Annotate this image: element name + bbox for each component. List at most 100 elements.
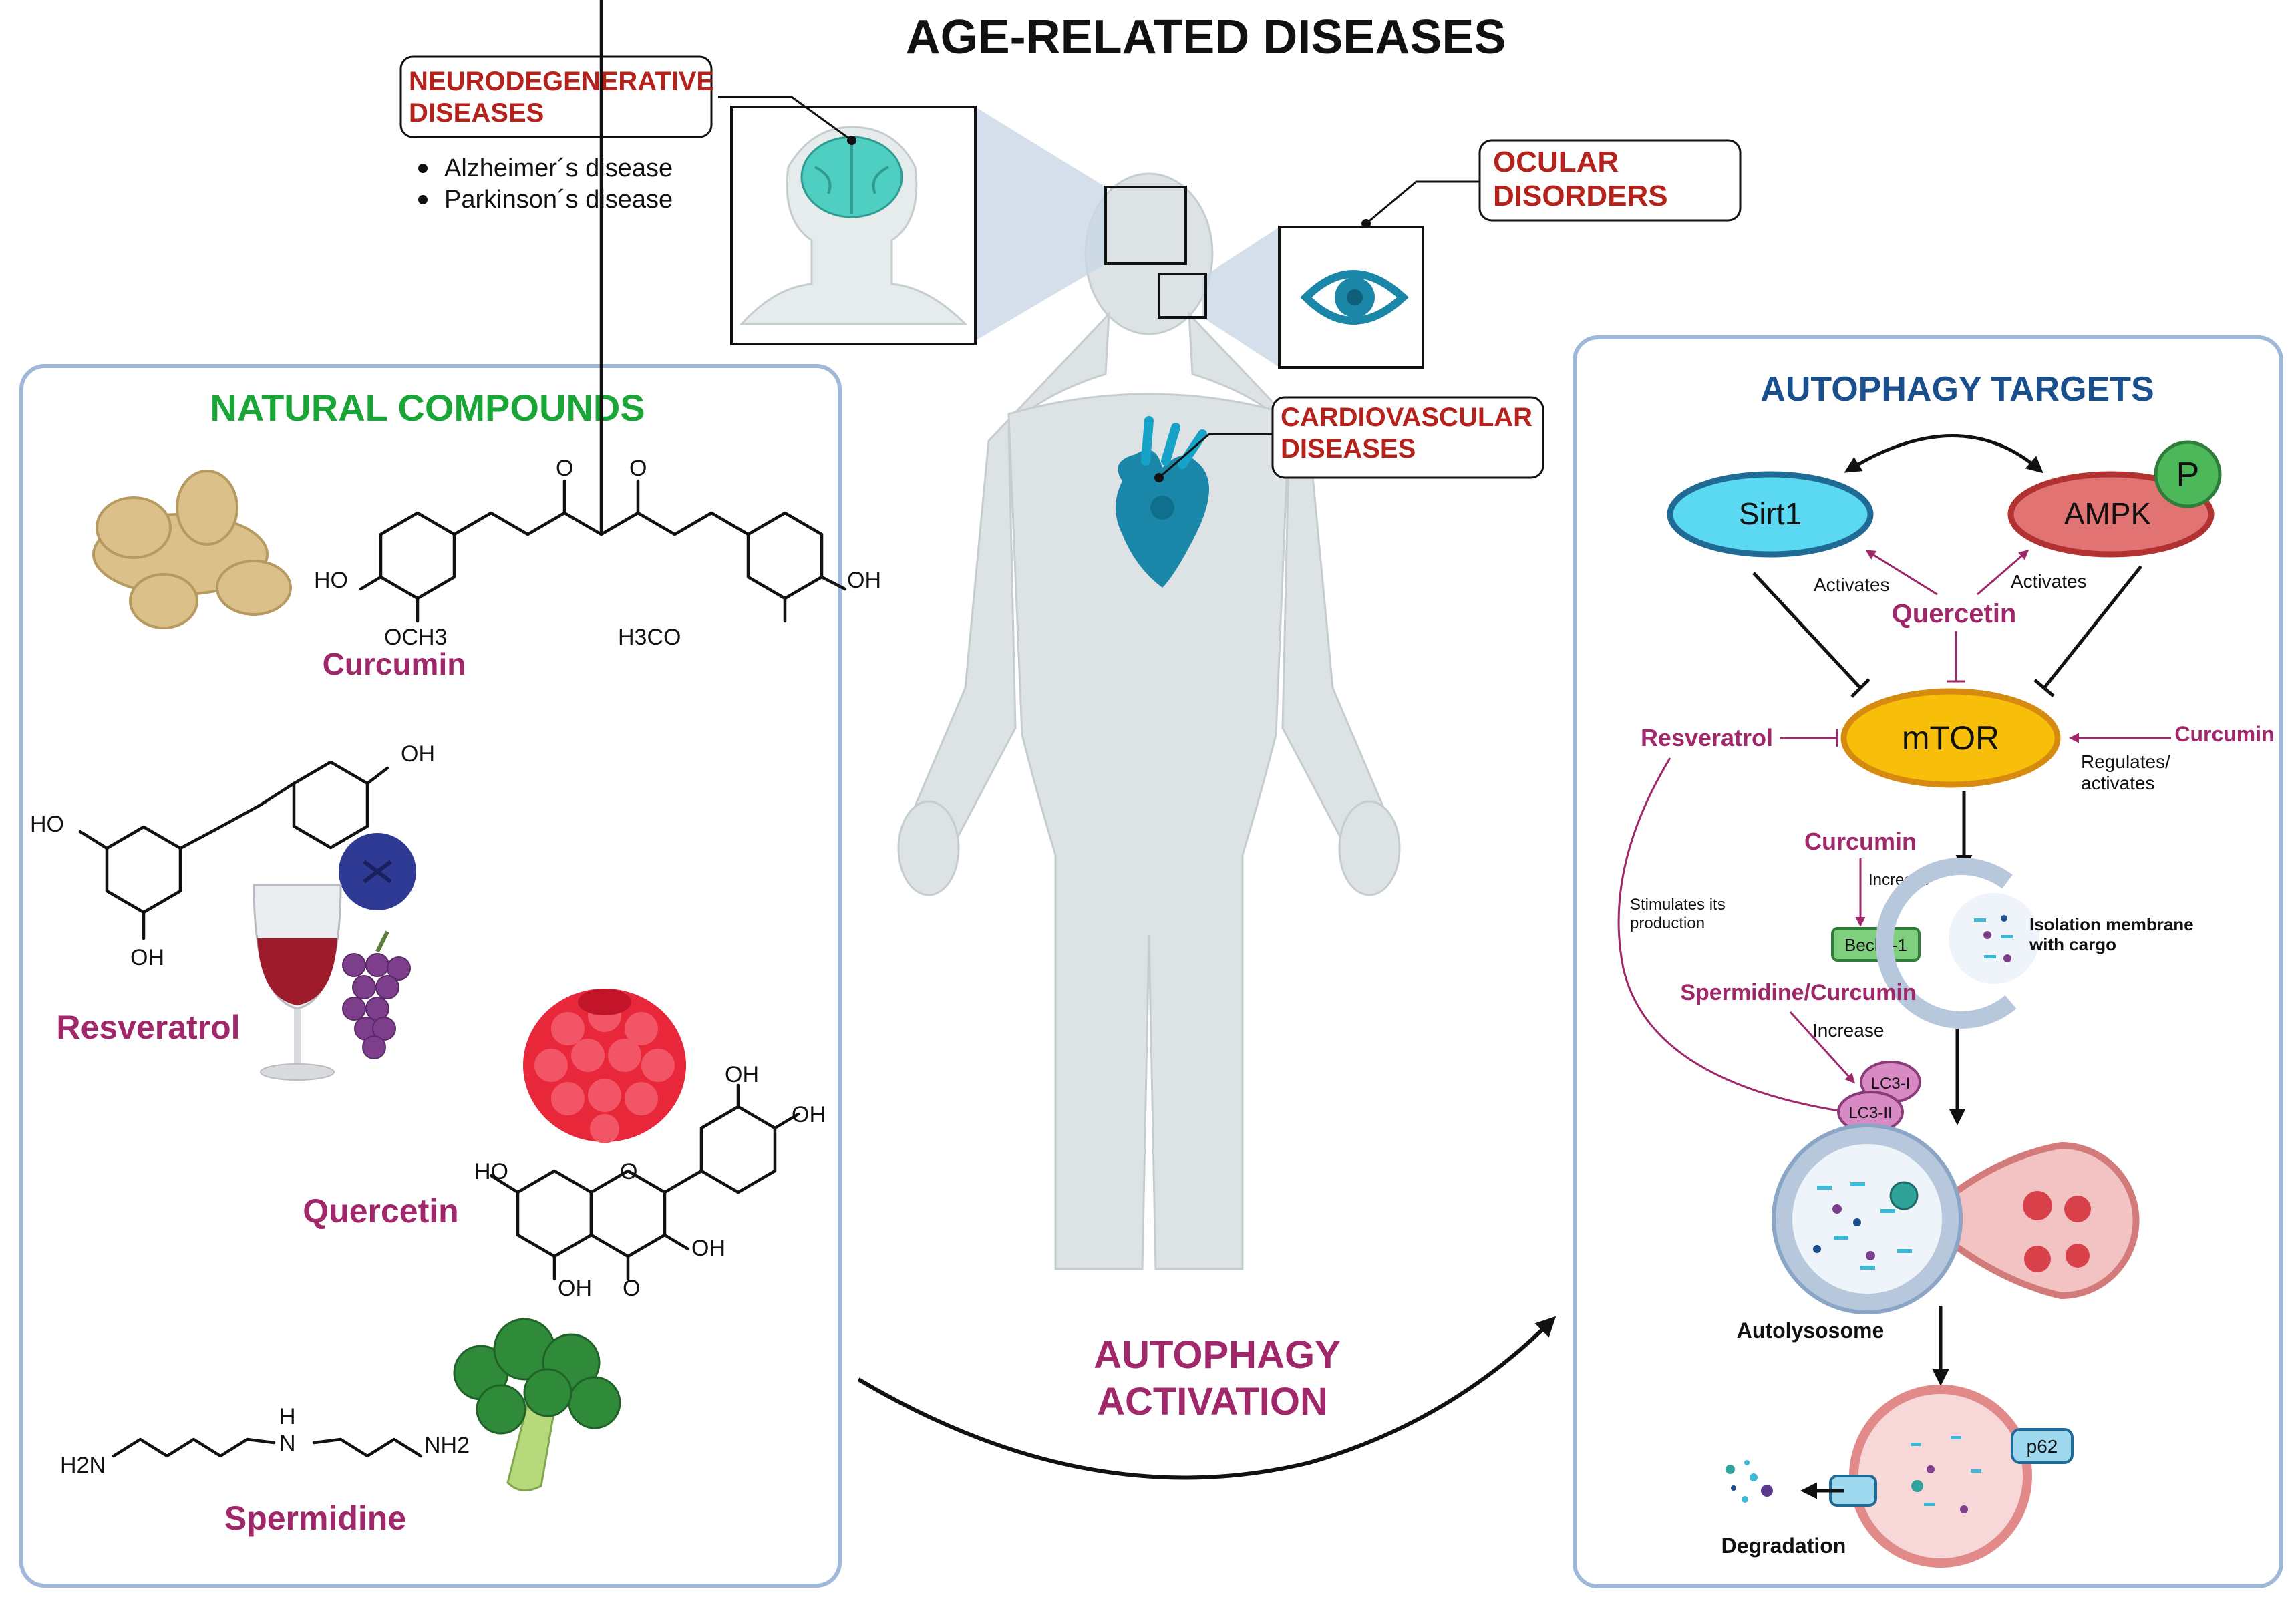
curcumin-molecule	[359, 0, 847, 623]
phosphate-label: P	[2176, 456, 2200, 494]
autolysosome-icon	[1772, 1123, 2140, 1314]
cardio-callout-line	[1158, 433, 1273, 479]
raspberry-icon	[523, 989, 686, 1143]
natural-compounds-heading: NATURAL COMPOUNDS	[210, 387, 645, 429]
spermidine-increase-lc3-arrow	[1789, 1011, 1856, 1084]
sirt1-label: Sirt1	[1739, 496, 1802, 531]
activation-label-line1: AUTOPHAGY	[1094, 1333, 1341, 1377]
spermidine-molecule	[112, 1437, 423, 1458]
p62-label: p62	[2027, 1436, 2058, 1457]
autophagy-targets-panel	[1573, 335, 2283, 1588]
degradation-label: Degradation	[1721, 1534, 1846, 1558]
p62-node: p62	[2011, 1428, 2074, 1464]
curcumin-o-left: O	[556, 456, 573, 481]
lc3-ii-node: LC3-II	[1837, 1091, 1904, 1133]
curcumin-oh-right: OH	[847, 568, 881, 593]
quercetin-ho: HO	[474, 1159, 508, 1184]
neuro-item-parkinsons: Parkinson´s disease	[444, 186, 673, 214]
quercetin-oh-top-right: OH	[792, 1102, 826, 1127]
neuro-zoom-cone	[975, 107, 1106, 341]
ampk-inhibits-mtor	[2033, 565, 2142, 697]
quercetin-oh-bottom-left: OH	[558, 1276, 592, 1301]
broccoli-icon	[453, 1318, 621, 1491]
activates-left-label: Activates	[1814, 574, 1890, 595]
curcumin-target-label: Curcumin	[2174, 722, 2274, 746]
spermidine-n: N	[279, 1431, 296, 1456]
isolation-membrane-icon	[1876, 858, 2039, 1029]
curcumin-och3: OCH3	[384, 625, 447, 650]
lc3-ii-label: LC3-II	[1848, 1104, 1892, 1122]
resveratrol-ho: HO	[30, 812, 64, 837]
ampk-node: AMPK P	[2007, 440, 2222, 558]
lc3-i-label: LC3-I	[1871, 1075, 1911, 1093]
resveratrol-inhibits-mtor	[1780, 729, 1838, 747]
spermidine-nh2: NH2	[424, 1433, 470, 1458]
neuro-label-box: NEURODEGENERATIVE DISEASES	[399, 55, 714, 138]
neuro-disease-list: Alzheimer´s disease Parkinson´s disease	[418, 154, 673, 214]
increase-label-2: Increase	[1812, 1020, 1884, 1041]
autophagy-activation-arrow	[857, 1316, 1556, 1480]
spermidine-h2n: H2N	[60, 1453, 106, 1478]
curcumin-o-right: O	[629, 456, 647, 481]
activation-label-line2: ACTIVATION	[1097, 1380, 1328, 1423]
resveratrol-stimulates-lc3-arrow	[1617, 757, 1849, 1116]
quercetin-activates-sirt1-arrow	[1865, 550, 1938, 596]
mtor-node: mTOR	[1840, 688, 2061, 788]
heart-icon	[1116, 416, 1209, 588]
ocular-callout-line	[1365, 180, 1480, 225]
eye-image-box	[1278, 226, 1424, 369]
lysosome-icon	[1849, 1385, 2032, 1568]
wine-glass-icon	[253, 884, 342, 1081]
quercetin-oh-top: OH	[725, 1062, 759, 1087]
quercetin-o-ring: O	[620, 1159, 637, 1184]
sirt1-ampk-link-arrow	[1844, 434, 2043, 474]
isolation-label-line1: Isolation membrane	[2029, 914, 2194, 934]
neuro-item-alzheimers: Alzheimer´s disease	[444, 154, 673, 182]
brain-zoom-box	[1104, 186, 1187, 265]
quercetin-label: Quercetin	[303, 1192, 458, 1230]
cardio-label-line1: CARDIOVASCULAR	[1281, 403, 1532, 432]
resveratrol-molecule	[78, 760, 389, 940]
regulates-label-line2: activates	[2081, 773, 2155, 793]
ocular-label-line2: DISORDERS	[1493, 180, 1668, 212]
resveratrol-oh-top: OH	[401, 741, 435, 767]
curcumin-label: Curcumin	[323, 647, 466, 681]
neuro-image-box	[730, 106, 977, 345]
quercetin-molecule	[489, 1083, 800, 1281]
stimulates-label-line2: production	[1630, 914, 1705, 932]
neuro-label-line1: NEURODEGENERATIVE	[409, 67, 714, 96]
resveratrol-target-label: Resveratrol	[1641, 724, 1773, 751]
cardio-label-box: CARDIOVASCULAR DISEASES	[1271, 396, 1544, 479]
page-title: AGE-RELATED DISEASES	[906, 11, 1506, 64]
degradation-fragments	[1726, 1460, 1773, 1503]
cardio-label-line2: DISEASES	[1281, 434, 1416, 464]
resveratrol-oh-bottom: OH	[130, 945, 164, 970]
quercetin-activates-ampk-arrow	[1977, 550, 2029, 596]
stimulates-label-line1: Stimulates its	[1630, 896, 1726, 914]
quercetin-oh-right: OH	[691, 1236, 725, 1261]
ampk-label: AMPK	[2064, 496, 2152, 531]
isolation-label-line2: with cargo	[2029, 934, 2116, 954]
quercetin-target-label: Quercetin	[1892, 599, 2017, 629]
curcumin-beclin-label: Curcumin	[1804, 828, 1917, 855]
mtor-label: mTOR	[1902, 719, 1999, 757]
blueberry-icon	[339, 833, 416, 910]
ginger-icon	[92, 470, 292, 629]
ocular-label-line1: OCULAR	[1493, 146, 1619, 178]
phosphate-badge	[2154, 440, 2222, 508]
neuro-label-line2: DISEASES	[409, 98, 544, 128]
grapes-icon	[342, 930, 411, 1059]
regulates-label-line1: Regulates/	[2081, 751, 2170, 772]
spermidine-curcumin-label: Spermidine/Curcumin	[1680, 980, 1916, 1005]
autolysosome-label: Autolysosome	[1737, 1318, 1884, 1343]
eye-zoom-box	[1158, 273, 1207, 319]
spermidine-h: H	[279, 1404, 296, 1429]
autophagy-targets-heading: AUTOPHAGY TARGETS	[1760, 370, 2154, 409]
curcumin-h3co: H3CO	[618, 625, 681, 650]
activates-right-label: Activates	[2011, 571, 2087, 592]
curcumin-ho-left: HO	[314, 568, 348, 593]
neuro-callout-line	[718, 96, 852, 142]
sirt1-node: Sirt1	[1667, 471, 1874, 558]
ocular-zoom-cone	[1202, 227, 1279, 367]
